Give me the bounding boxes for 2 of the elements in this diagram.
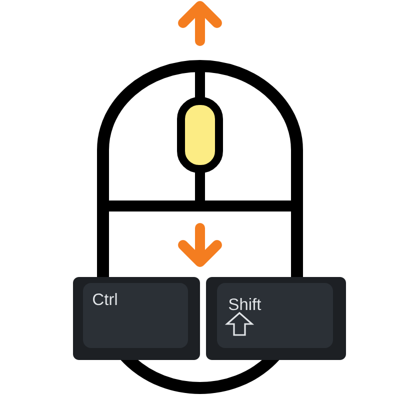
keyboard-key: Shift <box>206 277 346 360</box>
keyboard-key: Ctrl <box>73 277 200 360</box>
